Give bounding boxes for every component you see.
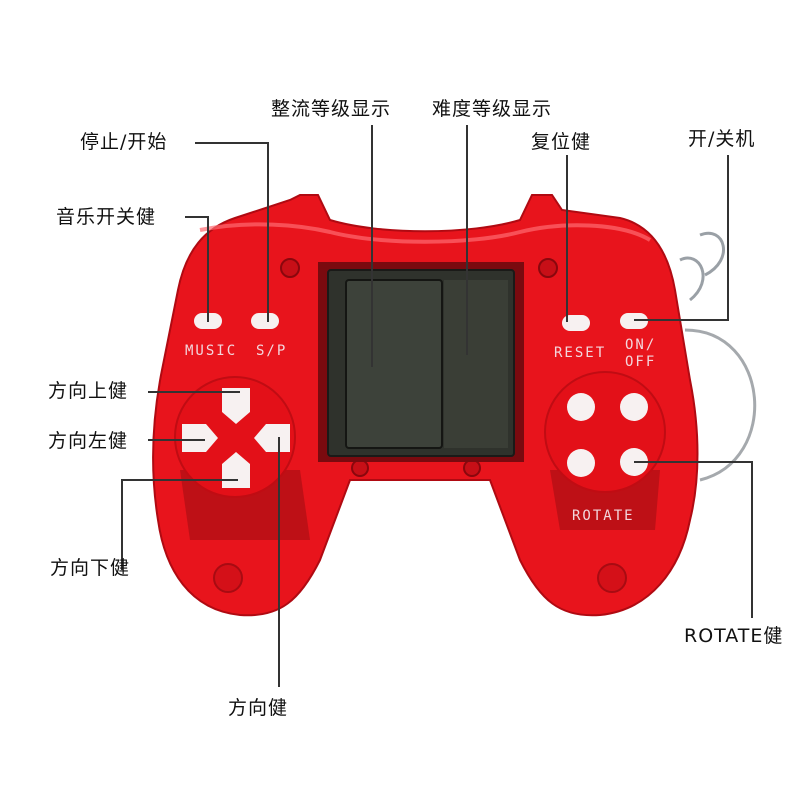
callout-music: 音乐开关健 — [56, 206, 157, 228]
dpad-left-button[interactable] — [182, 424, 218, 452]
action-button-top-left[interactable] — [567, 393, 595, 421]
keyring-icon — [679, 231, 757, 482]
rotate-print: ROTATE — [572, 508, 635, 524]
play-field — [345, 279, 443, 449]
reset-button[interactable] — [562, 315, 590, 331]
dpad-up-button[interactable] — [222, 388, 250, 424]
action-button-top-right[interactable] — [620, 393, 648, 421]
callout-score-level: 整流等级显示 — [271, 98, 392, 120]
callout-down: 方向下健 — [50, 557, 131, 579]
action-button-bottom-left[interactable] — [567, 449, 595, 477]
callout-power: 开/关机 — [688, 128, 756, 150]
sp-print: S/P — [256, 343, 287, 359]
start-stop-button[interactable] — [251, 313, 279, 329]
callout-difficulty-level: 难度等级显示 — [432, 98, 553, 120]
lcd-screen — [318, 262, 524, 462]
callout-stop-start: 停止/开始 — [80, 131, 168, 153]
callout-left: 方向左健 — [48, 430, 129, 452]
reset-print: RESET — [554, 345, 606, 361]
callout-reset: 复位健 — [531, 131, 592, 153]
on-print: ON/ — [625, 337, 656, 353]
dpad-right-button[interactable] — [254, 424, 290, 452]
off-print: OFF — [625, 354, 656, 370]
callout-rotate: ROTATE健 — [684, 625, 784, 647]
leader-lines — [121, 125, 753, 687]
callout-up: 方向上健 — [48, 380, 129, 402]
callout-direction: 方向健 — [228, 697, 289, 719]
action-buttons — [544, 371, 666, 493]
info-panel — [444, 280, 508, 448]
music-print: MUSIC — [185, 343, 237, 359]
